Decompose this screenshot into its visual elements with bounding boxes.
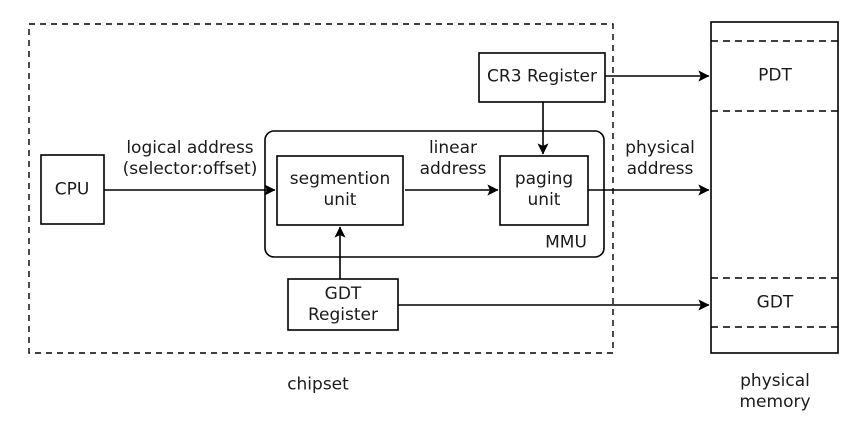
cpu-box[interactable] [40, 154, 105, 225]
cr3-register-box[interactable] [478, 52, 606, 103]
chipset-boundary [28, 23, 614, 354]
paging-unit-box[interactable] [499, 155, 589, 226]
segmentation-unit-box[interactable] [276, 155, 404, 226]
gdt-register-box[interactable] [287, 278, 399, 331]
physical-memory-box [710, 21, 839, 354]
